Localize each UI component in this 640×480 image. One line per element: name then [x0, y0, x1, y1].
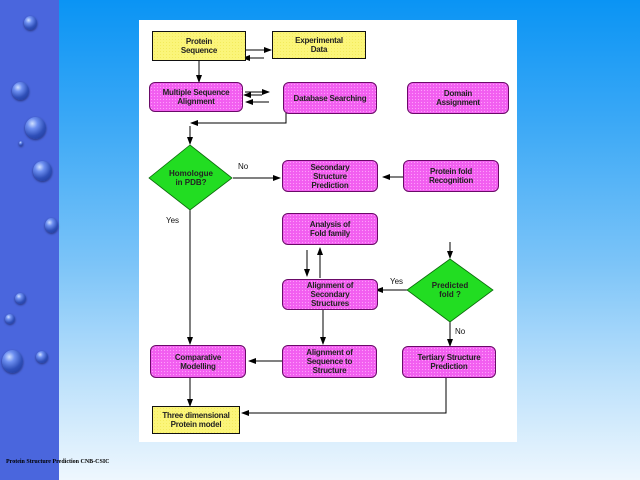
edge-label-homologue-no: No [238, 162, 249, 171]
slide-sidebar [0, 0, 59, 480]
flowchart-connectors [148, 47, 494, 416]
node-tertiary-structure-prediction: Tertiary Structure Prediction [402, 346, 496, 378]
node-three-dimensional-protein-model: Three dimensional Protein model [152, 406, 240, 434]
bubble-decoration [45, 218, 58, 233]
node-analysis-of-fold-family: Analysis of Fold family [282, 213, 378, 245]
node-alignment-of-sequence-to-structure: Alignment of Sequence to Structure [282, 345, 377, 378]
node-database-searching: Database Searching [283, 82, 377, 114]
decision-homologue-diamond [148, 144, 233, 211]
bubble-decoration [5, 314, 15, 324]
edge-label-predicted-yes: Yes [390, 277, 404, 286]
node-secondary-structure-prediction: Secondary Structure Prediction [282, 160, 378, 192]
bubble-decoration [36, 351, 48, 363]
bubble-decoration [12, 82, 29, 100]
bubble-decoration [2, 350, 23, 373]
decision-predicted-fold-diamond [406, 258, 494, 323]
slide-footer: Protein Structure Prediction CNB-CSIC [6, 459, 110, 465]
node-domain-assignment: Domain Assignment [407, 82, 509, 114]
decision-predicted-fold-label: Predicted fold ? [431, 281, 469, 299]
bubble-decoration [25, 117, 46, 139]
edge-label-predicted-no: No [455, 327, 466, 336]
node-experimental-data: Experimental Data [272, 31, 366, 59]
edge-tertiary-to-3d [249, 377, 447, 414]
bubble-decoration [15, 293, 26, 304]
node-multiple-sequence-alignment: Multiple Sequence Alignment [149, 82, 243, 112]
bubble-decoration [33, 161, 52, 181]
node-protein-fold-recognition: Protein fold Recognition [403, 160, 499, 192]
node-protein-sequence: Protein Sequence [152, 31, 246, 61]
edge-label-homologue-yes: Yes [166, 216, 180, 225]
decision-homologue-label: Homologue in PDB? [169, 169, 213, 187]
node-alignment-of-secondary-structures: Alignment of Secondary Structures [282, 279, 378, 310]
edge-db-to-homologue [199, 113, 287, 124]
node-comparative-modelling: Comparative Modelling [150, 345, 246, 378]
bubble-decoration [19, 141, 23, 146]
flowchart-panel: Protein Sequence Experimental Data Multi… [139, 20, 517, 442]
bubble-decoration [24, 16, 37, 30]
